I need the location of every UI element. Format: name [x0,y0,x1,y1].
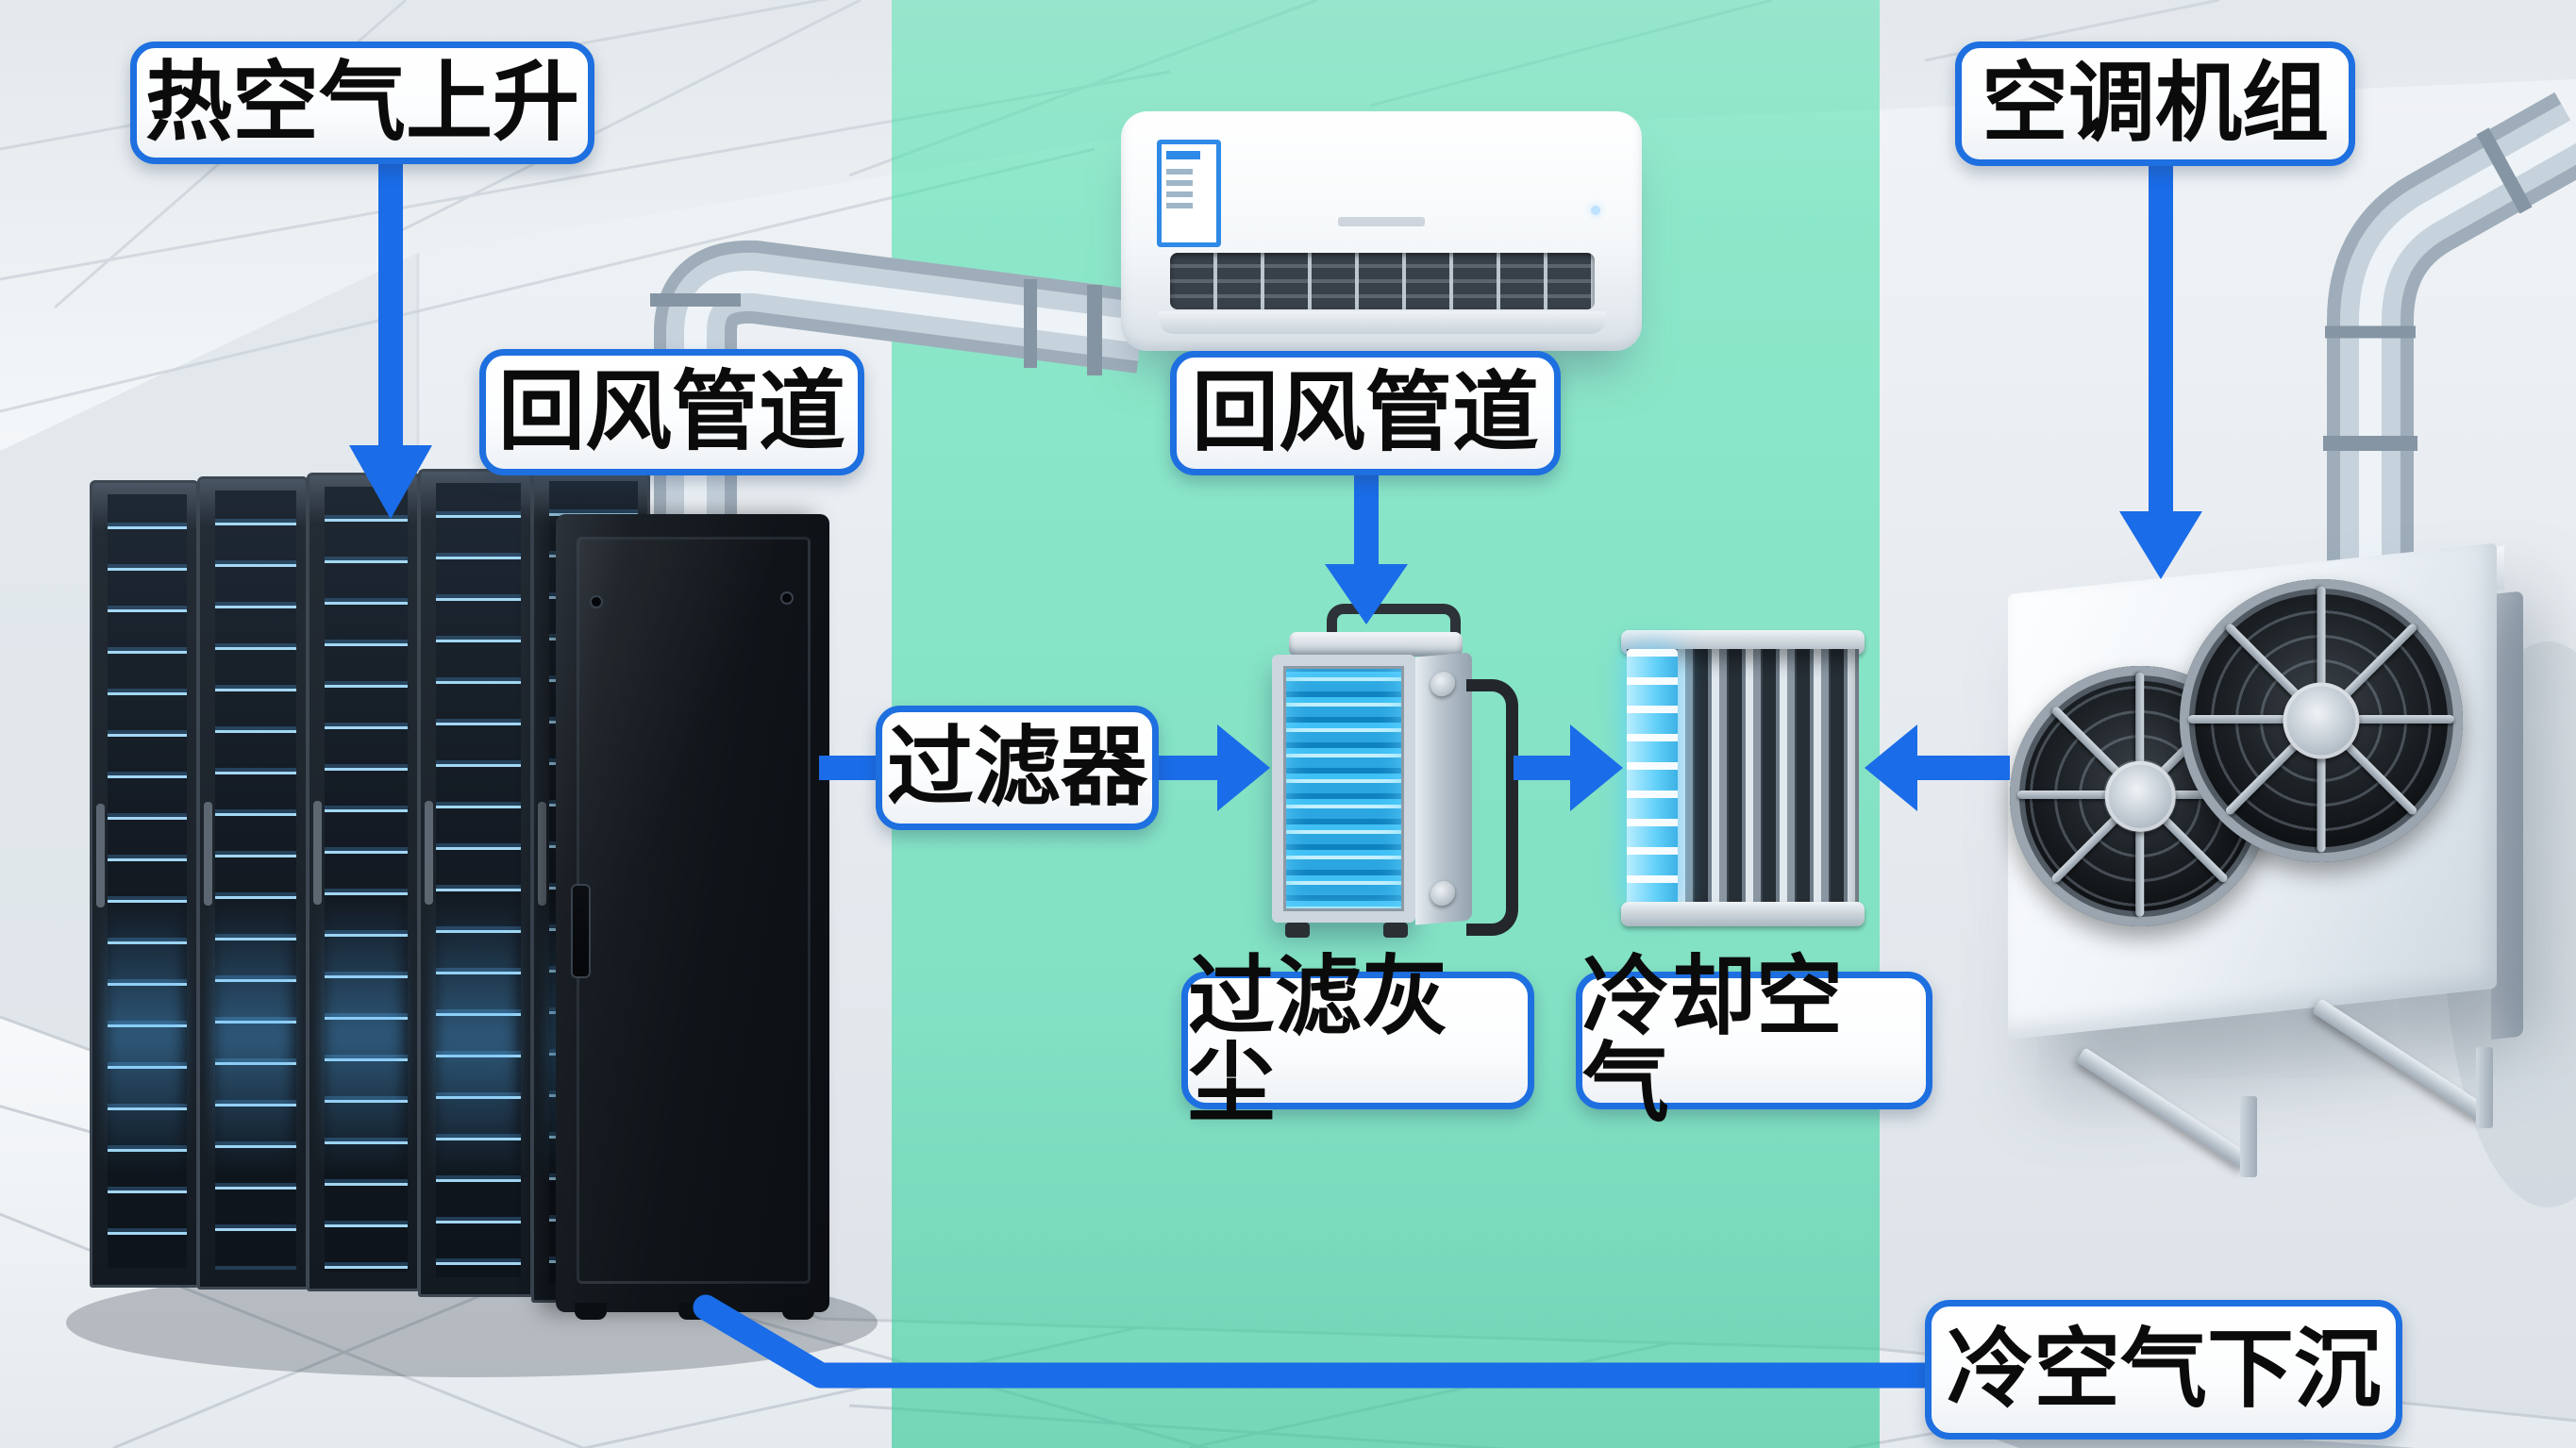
label-return-duct-left: 回风管道 [479,349,864,475]
front-rack-cabinet [556,514,829,1320]
ac-brand-mark [1338,217,1425,226]
arrow-label-to-filter [1155,724,1270,811]
wall-bracket-post [2240,1096,2257,1177]
cooling-coil [1621,621,1865,936]
label-filter-dust: 过滤灰尘 [1181,954,1534,1127]
label-text: 冷却空气 [1582,949,1844,1132]
dual-fan-air-handler [2008,534,2525,1200]
label-text: 过滤灰尘 [1188,949,1449,1132]
server-rack [307,473,420,1291]
label-text: 回风管道 [1191,365,1539,461]
label-hot-air-rises: 热空气上升 [130,42,594,164]
coil-bottom-header [1621,902,1865,926]
ac-indicator-led [1591,206,1600,215]
label-cold-air-sinks: 冷空气下沉 [1925,1300,2402,1440]
label-text: 空调机组 [1981,56,2329,152]
wall-bracket-post [2476,1047,2493,1128]
rack-handle [538,802,546,906]
filter-handle [1327,604,1461,659]
air-filter-unit [1272,604,1518,938]
rack-handle [96,804,105,907]
rack-handle [425,800,433,905]
label-return-duct-center: 回风管道 [1170,351,1561,475]
label-cooling-air: 冷却空气 [1576,954,1932,1127]
rack-handle [204,802,212,907]
filter-foot [1285,923,1310,938]
cold-air-flow-line [693,1294,1946,1389]
label-text: 冷空气下沉 [1946,1322,2381,1418]
ac-air-outlet-grille [1170,253,1595,309]
cabinet-foot [575,1303,607,1320]
arrow-hot-air-down [349,162,432,519]
door-screw [780,591,794,605]
door-screw [590,595,603,608]
label-text: 热空气上升 [144,55,579,151]
coil-glow-column [1627,649,1678,907]
label-ac-unit: 空调机组 [1955,42,2355,166]
ac-bottom-panel [1159,311,1606,334]
cabinet-foot [782,1303,814,1320]
energy-label-sticker [1157,140,1221,247]
label-filter: 过滤器 [876,706,1159,830]
filter-glowing-slats [1272,655,1415,923]
arrow-ac-unit-down [2119,160,2202,579]
fan-hub-cap [2104,760,2176,832]
fan-hub-cap [2283,682,2360,759]
filter-foot [1383,923,1408,938]
server-racks [90,467,837,1327]
axial-fan [2180,579,2463,862]
server-rack [197,476,309,1290]
supply-pipe [2323,92,2576,585]
server-rack [418,469,533,1297]
arrow-fan-to-coil [1865,724,2010,811]
wall-ac-unit [1121,111,1642,351]
arrow-return-duct-down [1325,470,1408,624]
arrow-filter-to-coil [1514,724,1623,811]
rack-handle [313,800,322,905]
label-text: 过滤器 [886,720,1147,816]
filter-top-bar [1289,632,1463,657]
cabinet-door-handle [571,884,591,978]
return-air-pipe [650,240,1147,528]
label-text: 回风管道 [497,364,845,460]
arrow-rack-to-filter-label [819,756,876,780]
